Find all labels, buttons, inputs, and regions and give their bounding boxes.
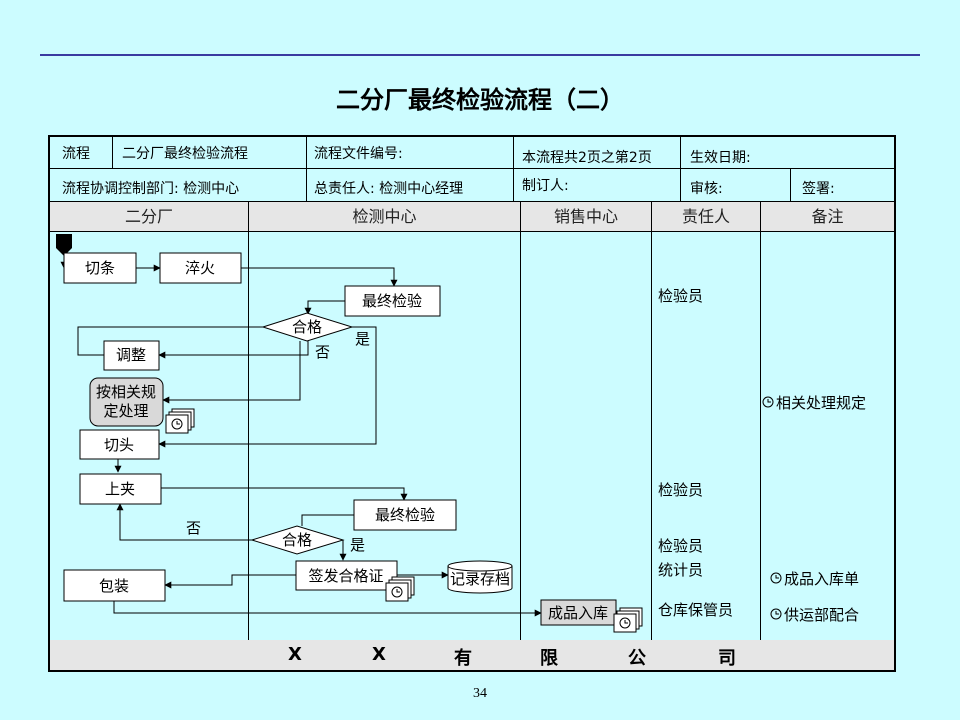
footer-char: X [372,644,386,665]
label-qietiao: 切条 [85,259,115,277]
responsible-3: 检验员 [658,537,703,555]
footer-char: 有 [454,648,472,669]
footer-char: 司 [718,648,736,669]
node-tiaozheng [103,340,160,371]
header-divider [513,137,514,201]
header-cell: 总责任人: 检测中心经理 [314,181,464,197]
remark-1: 相关处理规定 [776,394,866,412]
label-cuihuo: 淬火 [185,259,215,277]
header-divider [50,201,894,202]
node-qietou [79,429,160,460]
footer-company: X X 有 限 公 司 [50,640,894,670]
node-final-check-1 [344,285,441,317]
lane-header: 二分厂 [50,202,248,231]
footer-char: 公 [628,648,646,669]
label-special-handling-2: 定处理 [103,402,148,420]
clock-icon [770,572,782,584]
node-decision-2 [250,525,345,555]
responsible-1: 检验员 [658,287,703,305]
top-rule [40,54,920,56]
header-cell: 流程文件编号: [314,146,403,162]
node-qietiao [63,252,137,284]
document-stack-icon [385,576,415,602]
header-cell: 生效日期: [690,150,751,166]
node-baozhuang [63,569,166,602]
lane-divider [520,202,521,640]
node-shangjia [79,473,162,505]
label-decision-2: 合格 [282,531,312,549]
node-jilu-cylinder [447,560,513,594]
label-tiaozheng: 调整 [116,346,146,364]
clock-icon [770,608,782,620]
label-baozhuang: 包装 [99,577,129,595]
label-final-check-2: 最终检验 [375,506,435,524]
label-final-check-1: 最终检验 [362,292,422,310]
header-cell: 流程 [62,146,90,162]
remark-2: 成品入库单 [784,570,859,588]
lane-divider [760,202,761,640]
label-chengpin: 成品入库 [548,604,608,622]
lane-header: 备注 [761,202,894,231]
clock-icon [762,396,774,408]
page-number: 34 [473,686,487,701]
label-qietou: 切头 [104,436,134,454]
lane-divider [651,202,652,640]
label-shangjia: 上夹 [105,480,135,498]
header-divider [112,137,113,168]
node-decision-1 [261,312,354,342]
responsible-2: 检验员 [658,481,703,499]
lane-head-divider [50,231,894,232]
footer-char: X [288,644,302,665]
header-cell: 制订人: [522,178,569,194]
flow-table [48,135,896,672]
node-cuihuo [159,252,242,284]
header-cell: 签署: [802,181,835,197]
header-cell: 本流程共2页之第2页 [522,150,652,166]
header-cell: 二分厂最终检验流程 [122,146,248,162]
responsible-4: 统计员 [658,561,703,579]
edge-label-no-1: 否 [315,343,330,361]
lane-header: 责任人 [652,202,760,231]
header-cell: 审核: [690,181,723,197]
edge-label-no-2: 否 [186,519,201,537]
lane-header: 销售中心 [521,202,651,231]
label-decision-1: 合格 [292,318,322,336]
lane-header: 检测中心 [249,202,520,231]
responsible-5: 仓库保管员 [658,601,733,619]
header-divider [306,137,307,201]
node-qianfa [295,560,398,591]
edge-label-yes-2: 是 [350,536,365,554]
label-qianfa: 签发合格证 [308,567,383,585]
header-divider [50,168,894,169]
node-special-handling [89,377,164,427]
node-chengpin [540,599,617,626]
edge-label-yes-1: 是 [355,330,370,348]
header-cell: 流程协调控制部门: 检测中心 [62,181,240,197]
remark-3: 供运部配合 [784,606,859,624]
start-marker [56,234,72,256]
lane-divider [248,202,249,640]
header-divider [790,168,791,201]
document-stack-icon [613,607,643,633]
node-final-check-2 [353,499,457,531]
footer-char: 限 [540,648,558,669]
document-stack-icon [165,408,195,434]
page-title: 二分厂最终检验流程（二） [336,86,624,114]
label-special-handling-1: 按相关规 [96,383,156,401]
label-jilu: 记录存档 [450,570,510,588]
header-divider [680,137,681,201]
